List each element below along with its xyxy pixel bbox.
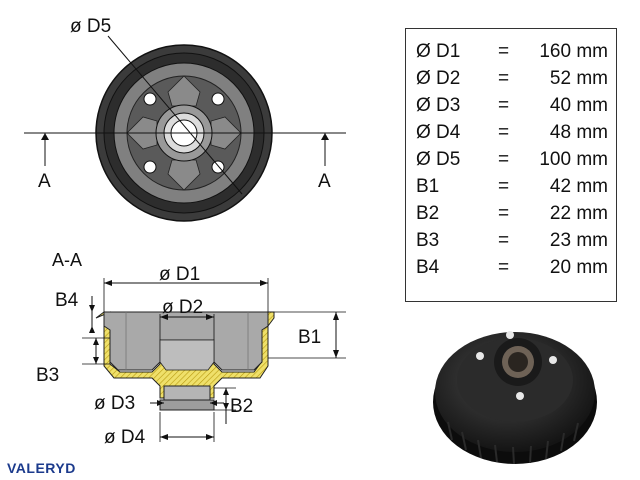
b1-label: B1: [298, 327, 321, 348]
spec-row-b3: B3 = 23 mm: [406, 230, 618, 257]
spec-value: 100 mm: [539, 149, 608, 170]
spec-eq: =: [498, 41, 510, 62]
drum-section-view: [82, 278, 346, 442]
drum-front-view: [24, 35, 346, 222]
b4-label: B4: [55, 290, 79, 311]
spec-value: 40 mm: [549, 95, 608, 116]
section-mark-right: A: [318, 171, 331, 192]
spec-value: 52 mm: [549, 68, 608, 89]
section-title: A-A: [52, 250, 82, 270]
spec-row-d2: Ø D2 = 52 mm: [406, 68, 618, 95]
spec-table: Ø D1 = 160 mm Ø D2 = 52 mm Ø D3 = 40 mm …: [405, 28, 617, 302]
spec-eq: =: [498, 203, 510, 224]
spec-key: Ø D1: [416, 41, 461, 62]
spec-row-b4: B4 = 20 mm: [406, 257, 618, 284]
spec-row-d1: Ø D1 = 160 mm: [406, 41, 618, 68]
d3-label: ø D3: [94, 393, 135, 414]
spec-row-d4: Ø D4 = 48 mm: [406, 122, 618, 149]
spec-eq: =: [498, 68, 510, 89]
spec-eq: =: [498, 257, 510, 278]
spec-value: 20 mm: [549, 257, 608, 278]
spec-eq: =: [498, 149, 510, 170]
d4-label: ø D4: [104, 427, 146, 448]
spec-eq: =: [498, 230, 510, 251]
spec-key: B3: [416, 230, 440, 251]
spec-key: B1: [416, 176, 440, 197]
spec-eq: =: [498, 122, 510, 143]
brake-drum-photo: [433, 331, 597, 465]
spec-value: 22 mm: [549, 203, 608, 224]
section-mark-left: A: [38, 171, 51, 192]
spec-key: B2: [416, 203, 440, 224]
spec-row-b1: B1 = 42 mm: [406, 176, 618, 203]
spec-key: B4: [416, 257, 440, 278]
spec-key: Ø D4: [416, 122, 461, 143]
spec-key: Ø D3: [416, 95, 461, 116]
spec-eq: =: [498, 95, 510, 116]
spec-row-d5: Ø D5 = 100 mm: [406, 149, 618, 176]
brand-logo: VALERYD: [7, 460, 76, 476]
spec-key: Ø D2: [416, 68, 461, 89]
spec-value: 48 mm: [549, 122, 608, 143]
spec-key: Ø D5: [416, 149, 461, 170]
b3-label: B3: [36, 365, 59, 386]
spec-row-d3: Ø D3 = 40 mm: [406, 95, 618, 122]
spec-row-b2: B2 = 22 mm: [406, 203, 618, 230]
spec-value: 42 mm: [549, 176, 608, 197]
spec-eq: =: [498, 176, 510, 197]
spec-value: 160 mm: [539, 41, 608, 62]
b2-label: B2: [230, 396, 253, 417]
spec-value: 23 mm: [549, 230, 608, 251]
d5-label: ø D5: [70, 16, 111, 37]
d1-label: ø D1: [159, 264, 200, 285]
d2-label: ø D2: [162, 297, 203, 318]
